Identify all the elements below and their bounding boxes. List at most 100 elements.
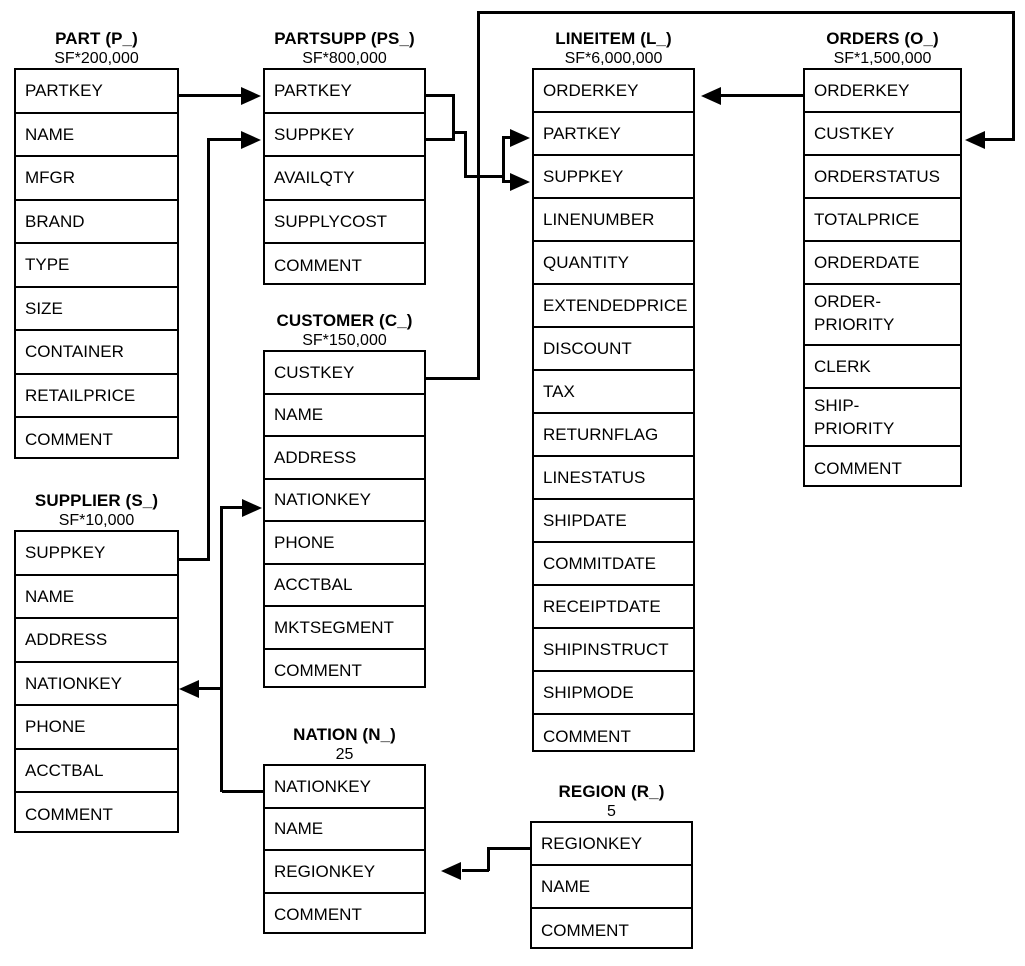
entity-part-cardinality: SF*200,000: [54, 50, 139, 67]
field-lineitem-discount: DISCOUNT: [534, 328, 693, 371]
field-customer-address: ADDRESS: [265, 437, 424, 480]
field-region-regionkey: REGIONKEY: [532, 823, 691, 866]
field-orders-orderkey: ORDERKEY: [805, 70, 960, 113]
entity-supplier: SUPPLIER (S_) SF*10,000 SUPPKEY NAME ADD…: [14, 490, 179, 833]
entity-lineitem-cardinality: SF*6,000,000: [564, 50, 663, 67]
field-supplier-acctbal: ACCTBAL: [16, 750, 177, 793]
field-orders-orderstatus: ORDERSTATUS: [805, 156, 960, 199]
entity-region-cardinality: 5: [607, 803, 616, 820]
field-part-mfgr: MFGR: [16, 157, 177, 201]
connector-customer-right-drop: [1012, 11, 1015, 139]
connector-region-to-nation-arrow: [441, 861, 461, 880]
field-part-comment: COMMENT: [25, 430, 113, 449]
field-customer-name: NAME: [265, 395, 424, 437]
field-orders-shippriority: SHIP- PRIORITY: [805, 389, 960, 447]
field-nation-regionkey: REGIONKEY: [265, 851, 424, 894]
connector-orders-to-lineitem-line: [720, 94, 803, 97]
field-part-partkey: PARTKEY: [16, 70, 177, 114]
field-lineitem-linestatus: LINESTATUS: [534, 457, 693, 500]
entity-partsupp-title: PARTSUPP (PS_): [274, 29, 415, 48]
field-customer-nationkey: NATIONKEY: [265, 480, 424, 522]
connector-partsupp-merge-step: [452, 131, 467, 134]
field-lineitem-orderkey: ORDERKEY: [534, 70, 693, 113]
entity-region-title: REGION (R_): [558, 782, 665, 801]
field-part-container: CONTAINER: [16, 331, 177, 375]
field-supplier-nationkey: NATIONKEY: [16, 663, 177, 706]
field-orders-shippriority-line1: SHIP-: [814, 396, 860, 415]
field-region-name: NAME: [532, 866, 691, 909]
entity-supplier-title: SUPPLIER (S_): [34, 491, 159, 510]
field-lineitem-shipdate: SHIPDATE: [534, 500, 693, 543]
connector-part-to-partsupp-arrow: [241, 86, 261, 105]
field-lineitem-linenumber: LINENUMBER: [534, 199, 693, 242]
field-orders-orderpriority-line2: PRIORITY: [814, 315, 895, 334]
entity-customer-box: CUSTKEY NAME ADDRESS NATIONKEY PHONE ACC…: [263, 350, 426, 688]
connector-part-to-partsupp-line: [179, 94, 242, 97]
entity-customer-cardinality: SF*150,000: [302, 332, 387, 349]
connector-customer-top-run: [477, 11, 1015, 14]
field-nation-name: NAME: [265, 809, 424, 851]
field-orders-shippriority-line2: PRIORITY: [814, 419, 895, 438]
field-supplier-suppkey: SUPPKEY: [16, 532, 177, 576]
entity-nation-box: NATIONKEY NAME REGIONKEY COMMENT: [263, 764, 426, 934]
entity-orders-box: ORDERKEY CUSTKEY ORDERSTATUS TOTALPRICE …: [803, 68, 962, 487]
field-lineitem-extendedprice: EXTENDEDPRICE: [534, 285, 693, 328]
connector-partsupp-merge-drop: [464, 131, 467, 178]
connector-partsupp-to-lineitem-partkey-arrow: [510, 128, 530, 147]
connector-supplier-to-partsupp-arrow: [241, 130, 261, 149]
connector-partsupp-merge-run: [464, 175, 505, 178]
field-customer-custkey: CUSTKEY: [265, 352, 424, 395]
field-part-name: NAME: [16, 114, 177, 157]
connector-partsupp-partkey-out: [426, 94, 455, 97]
field-partsupp-availqty: AVAILQTY: [265, 157, 424, 201]
connector-partsupp-branch-riser: [502, 136, 505, 178]
field-orders-orderpriority: ORDER- PRIORITY: [805, 285, 960, 346]
connector-nation-to-customer-line: [220, 506, 243, 509]
field-part-brand: BRAND: [16, 201, 177, 244]
entity-nation: NATION (N_) 25 NATIONKEY NAME REGIONKEY …: [263, 724, 426, 934]
connector-supplier-to-partsupp-line: [207, 138, 242, 141]
connector-partsupp-suppkey-riser: [452, 132, 455, 140]
entity-nation-title: NATION (N_): [293, 725, 396, 744]
connector-supplier-suppkey-riser: [207, 138, 210, 561]
connector-nation-to-supplier-line: [199, 687, 222, 690]
field-orders-custkey: CUSTKEY: [805, 113, 960, 156]
field-customer-acctbal: ACCTBAL: [265, 565, 424, 607]
field-lineitem-partkey: PARTKEY: [534, 113, 693, 156]
field-lineitem-quantity: QUANTITY: [534, 242, 693, 285]
field-orders-comment: COMMENT: [814, 458, 902, 478]
field-part-type: TYPE: [16, 244, 177, 288]
entity-region: REGION (R_) 5 REGIONKEY NAME COMMENT: [530, 781, 693, 949]
field-orders-orderdate: ORDERDATE: [805, 242, 960, 285]
field-nation-comment: COMMENT: [274, 905, 362, 924]
connector-nation-nationkey-out: [222, 790, 264, 793]
field-partsupp-comment: COMMENT: [274, 256, 362, 275]
entity-part: PART (P_) SF*200,000 PARTKEY NAME MFGR B…: [14, 28, 179, 459]
connector-region-regionkey-out: [487, 847, 532, 850]
field-lineitem-suppkey: SUPPKEY: [534, 156, 693, 199]
field-partsupp-suppkey: SUPPKEY: [265, 114, 424, 157]
entity-partsupp-cardinality: SF*800,000: [302, 50, 387, 67]
connector-partsupp-partkey-drop: [452, 94, 455, 132]
field-lineitem-comment: COMMENT: [543, 726, 631, 746]
connector-customer-custkey-riser: [477, 11, 480, 380]
field-orders-orderpriority-line1: ORDER-: [814, 292, 882, 311]
connector-customer-to-orders-line: [985, 138, 1015, 141]
entity-partsupp: PARTSUPP (PS_) SF*800,000 PARTKEY SUPPKE…: [263, 28, 426, 285]
entity-customer-title: CUSTOMER (C_): [276, 311, 413, 330]
entity-orders: ORDERS (O_) SF*1,500,000 ORDERKEY CUSTKE…: [803, 28, 962, 487]
entity-lineitem-title: LINEITEM (L_): [555, 29, 672, 48]
field-lineitem-commitdate: COMMITDATE: [534, 543, 693, 586]
connector-region-to-nation-line: [462, 869, 489, 872]
connector-nation-to-customer-arrow: [242, 498, 262, 517]
entity-orders-title: ORDERS (O_): [826, 29, 939, 48]
field-customer-mktsegment: MKTSEGMENT: [265, 607, 424, 650]
connector-customer-to-orders-arrow: [965, 130, 985, 149]
field-lineitem-tax: TAX: [534, 371, 693, 414]
field-nation-nationkey: NATIONKEY: [265, 766, 424, 809]
field-orders-clerk: CLERK: [805, 346, 960, 389]
field-part-retailprice: RETAILPRICE: [16, 375, 177, 418]
entity-partsupp-box: PARTKEY SUPPKEY AVAILQTY SUPPLYCOST COMM…: [263, 68, 426, 285]
entity-part-title: PART (P_): [55, 29, 138, 48]
